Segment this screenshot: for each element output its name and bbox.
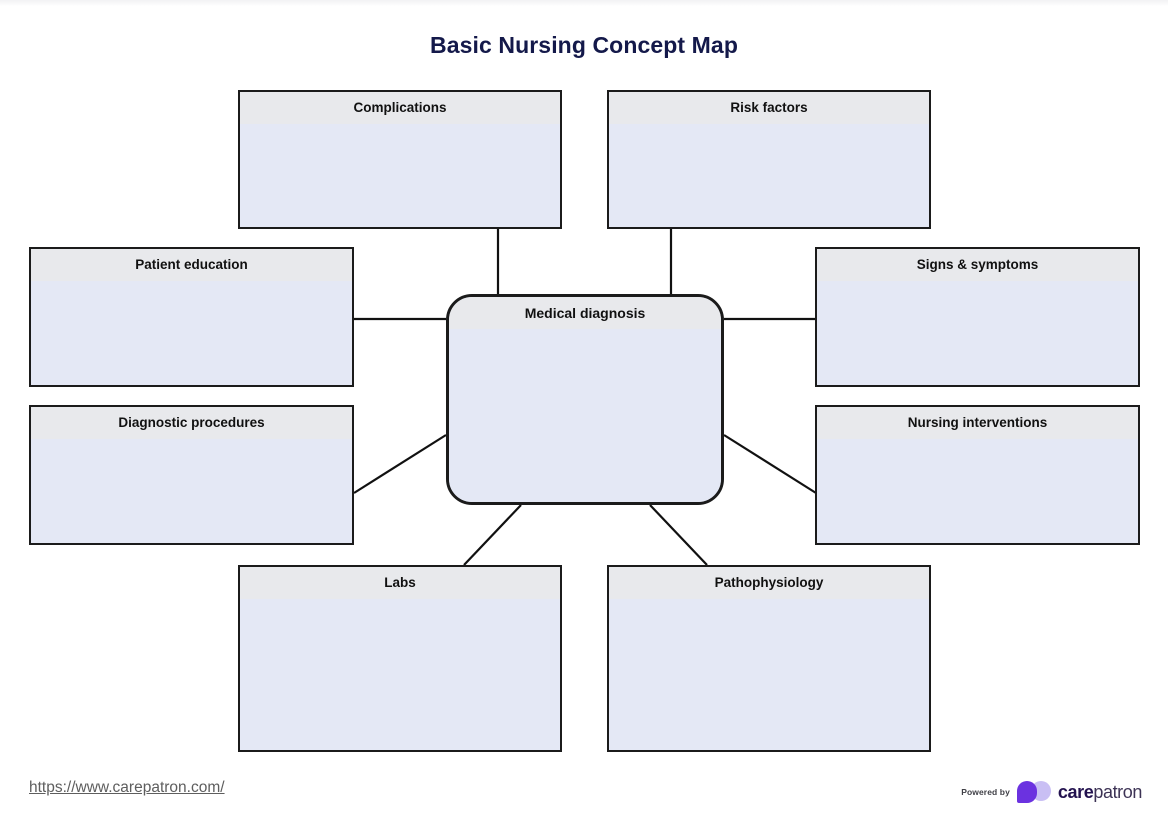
carepatron-wordmark: carepatron — [1058, 782, 1142, 803]
node-title-diagnostic-procedures: Diagnostic procedures — [31, 407, 352, 439]
connector-diagnostic-procedures — [353, 434, 447, 494]
node-title-patient-education: Patient education — [31, 249, 352, 281]
connector-labs — [463, 504, 522, 566]
carepatron-logo-icon — [1016, 781, 1051, 803]
node-title-complications: Complications — [240, 92, 560, 124]
node-title-risk-factors: Risk factors — [609, 92, 929, 124]
node-content-pathophysiology[interactable] — [609, 599, 929, 750]
concept-node-risk-factors[interactable]: Risk factors — [607, 90, 931, 229]
page-title: Basic Nursing Concept Map — [430, 32, 738, 58]
node-content-signs-symptoms[interactable] — [817, 281, 1138, 385]
node-content-patient-education[interactable] — [31, 281, 352, 385]
concept-node-labs[interactable]: Labs — [238, 565, 562, 752]
carepatron-url-link[interactable]: https://www.carepatron.com/ — [29, 779, 225, 796]
concept-node-pathophysiology[interactable]: Pathophysiology — [607, 565, 931, 752]
wordmark-care: care — [1057, 781, 1094, 802]
concept-node-nursing-interventions[interactable]: Nursing interventions — [815, 405, 1140, 545]
concept-node-complications[interactable]: Complications — [238, 90, 562, 229]
node-content-nursing-interventions[interactable] — [817, 439, 1138, 543]
wordmark-patron: patron — [1093, 781, 1142, 802]
connector-pathophysiology — [649, 504, 708, 566]
node-title-signs-symptoms: Signs & symptoms — [817, 249, 1138, 281]
carepatron-brand: Powered by carepatron — [961, 781, 1142, 803]
node-title-nursing-interventions: Nursing interventions — [817, 407, 1138, 439]
node-title-medical-diagnosis: Medical diagnosis — [449, 297, 721, 329]
top-edge-strip — [0, 0, 1168, 6]
concept-node-signs-symptoms[interactable]: Signs & symptoms — [815, 247, 1140, 387]
concept-node-medical-diagnosis[interactable]: Medical diagnosis — [446, 294, 724, 505]
logo-blob-dark — [1016, 781, 1037, 803]
node-title-labs: Labs — [240, 567, 560, 599]
connector-nursing-interventions — [723, 434, 817, 494]
node-content-medical-diagnosis[interactable] — [449, 329, 721, 502]
concept-node-patient-education[interactable]: Patient education — [29, 247, 354, 387]
node-content-complications[interactable] — [240, 124, 560, 227]
node-title-pathophysiology: Pathophysiology — [609, 567, 929, 599]
concept-node-diagnostic-procedures[interactable]: Diagnostic procedures — [29, 405, 354, 545]
node-content-risk-factors[interactable] — [609, 124, 929, 227]
node-content-labs[interactable] — [240, 599, 560, 750]
node-content-diagnostic-procedures[interactable] — [31, 439, 352, 543]
powered-by-label: Powered by — [961, 787, 1010, 797]
